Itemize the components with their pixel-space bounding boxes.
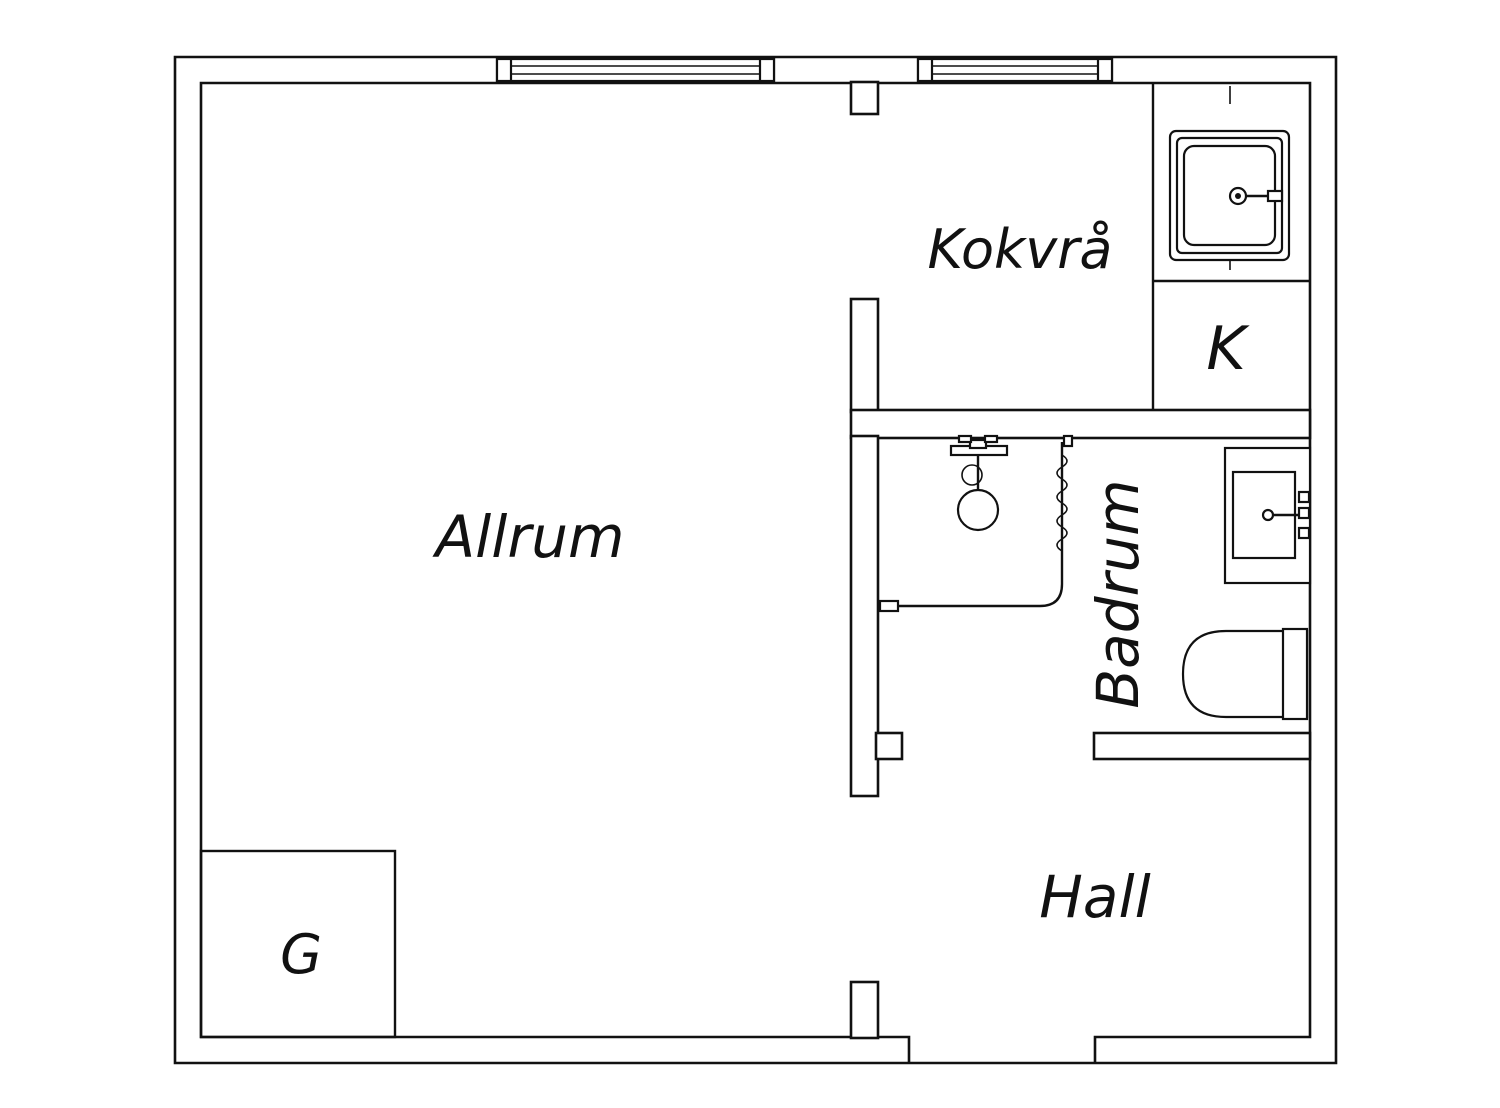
room-label-garderob: G — [280, 923, 322, 986]
wall-stub-bottom — [849, 980, 880, 1040]
room-label-allrum: Allrum — [431, 503, 624, 571]
room-label-kokvra: Kokvrå — [927, 218, 1112, 281]
kitchen-sink — [1168, 86, 1291, 270]
wall-partition-jog — [874, 731, 904, 761]
room-label-badrum: Badrum — [1084, 479, 1152, 708]
room-label-hall: Hall — [1039, 863, 1150, 931]
bathroom-basin — [1223, 446, 1312, 585]
toilet — [1181, 627, 1309, 721]
kitchen-counter — [1151, 83, 1310, 410]
wall-partition-upper — [849, 297, 880, 414]
wall-partition-lower — [849, 434, 880, 798]
outer-wall — [173, 55, 1338, 1065]
window-right — [916, 57, 1114, 83]
wall-stub-top — [849, 80, 880, 116]
wardrobe — [199, 849, 397, 1039]
wall-bathroom-bottom — [1092, 731, 1312, 761]
shower — [878, 434, 1074, 613]
window-left — [495, 57, 776, 83]
wall-kitchen-bottom — [849, 408, 1312, 440]
room-label-kyl: K — [1206, 314, 1250, 384]
